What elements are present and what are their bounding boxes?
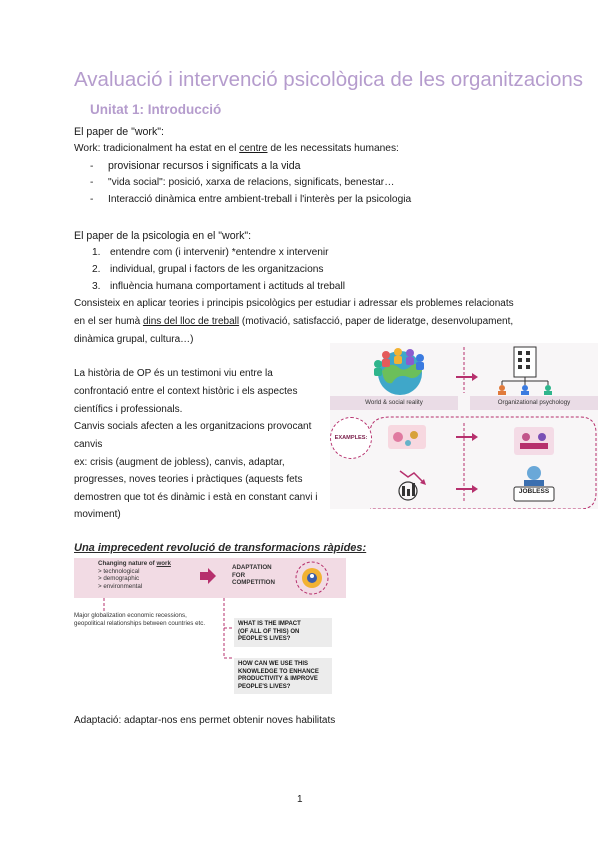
psych-item: 2.individual, grupal i factors de les or… xyxy=(92,264,324,275)
work-line-suffix: de les necessitats humanes: xyxy=(267,143,399,154)
economic-crisis-icon xyxy=(398,470,426,501)
transformation-graphics xyxy=(103,561,329,659)
arrow-right-icon xyxy=(456,373,478,381)
psych-item: 1.entendre com (i intervenir) *entendre … xyxy=(92,247,329,258)
adaptation-label: ADAPTATION FOR COMPETITION xyxy=(232,564,275,586)
work-item: -"vida social": posició, xarxa de relaci… xyxy=(90,177,395,188)
jobless-label: JOBLESS xyxy=(518,488,550,495)
consisteix-underlined: dins del lloc de treball xyxy=(142,316,240,327)
canvis-line: demostren que tot és dinàmic i està en c… xyxy=(74,492,318,503)
adaptacio-line: Adaptació: adaptar-nos ens permet obteni… xyxy=(74,715,336,726)
examples-label: EXAMPLES: xyxy=(330,417,372,459)
canvis-line: ex: crisis (augment de jobless), canvis,… xyxy=(74,457,285,468)
op-figure: World & social reality Organizational ps… xyxy=(330,343,598,509)
psych-heading: El paper de la psicologia en el "work": xyxy=(74,230,252,242)
changing-nature-block: Changing nature of work > technological … xyxy=(98,560,171,590)
arrow-right-icon xyxy=(456,485,478,493)
canvis-line: moviment) xyxy=(74,509,121,520)
world-social-label: World & social reality xyxy=(330,396,458,410)
work-item: -Interacció dinàmica entre ambient-treba… xyxy=(90,194,412,205)
globe-people-icon xyxy=(374,348,424,395)
remote-meeting-icon xyxy=(514,427,554,455)
jobless-person-icon xyxy=(513,466,555,502)
arrow-right-icon xyxy=(200,568,216,584)
revolution-heading: Una imprecedent revolució de transformac… xyxy=(74,542,367,554)
document-title: Avaluació i intervenció psicològica de l… xyxy=(74,68,583,91)
work-line: Work: tradicionalment ha estat en el cen… xyxy=(74,142,399,156)
work-line-prefix: Work: tradicionalment ha estat en el xyxy=(74,143,240,154)
consisteix-line-2: en el ser humà dins del lloc de treball … xyxy=(74,316,514,327)
arrow-right-icon xyxy=(456,433,478,441)
canvis-line: progresses, noves teories i pràctiques (… xyxy=(74,474,303,485)
historia-line: científics i professionals. xyxy=(74,404,183,415)
consisteix-line-1: Consisteix en aplicar teories i principi… xyxy=(74,298,514,309)
org-chart-icon xyxy=(498,346,552,395)
work-line-centre: centre xyxy=(239,143,268,154)
historia-line: La història de OP és un testimoni viu en… xyxy=(74,368,273,379)
historia-line: confrontació entre el context històric i… xyxy=(74,386,298,397)
consisteix-line-3: dinàmica grupal, cultura…) xyxy=(74,334,194,345)
drivers-text: Major globalization economic recessions,… xyxy=(74,612,206,627)
work-item: -provisionar recursos i significats a la… xyxy=(90,160,301,172)
virus-icon xyxy=(388,425,426,449)
organizational-psychology-label: Organizational psychology xyxy=(470,396,598,410)
page-number: 1 xyxy=(297,794,303,805)
unit-subtitle: Unitat 1: Introducció xyxy=(90,102,222,117)
impact-question-box: WHAT IS THE IMPACT (OF ALL OF THIS) ON P… xyxy=(234,618,332,647)
canvis-line: canvis xyxy=(74,439,103,450)
gear-people-icon xyxy=(295,561,329,595)
transformation-figure: Changing nature of work > technological … xyxy=(74,558,346,708)
op-figure-graphics xyxy=(369,346,597,509)
work-heading: El paper de "work": xyxy=(74,126,164,138)
canvis-line: Canvis socials afecten a les organitzaci… xyxy=(74,421,312,432)
psych-item: 3.influència humana comportament i actit… xyxy=(92,281,346,292)
knowledge-question-box: HOW CAN WE USE THIS KNOWLEDGE TO ENHANCE… xyxy=(234,658,332,695)
